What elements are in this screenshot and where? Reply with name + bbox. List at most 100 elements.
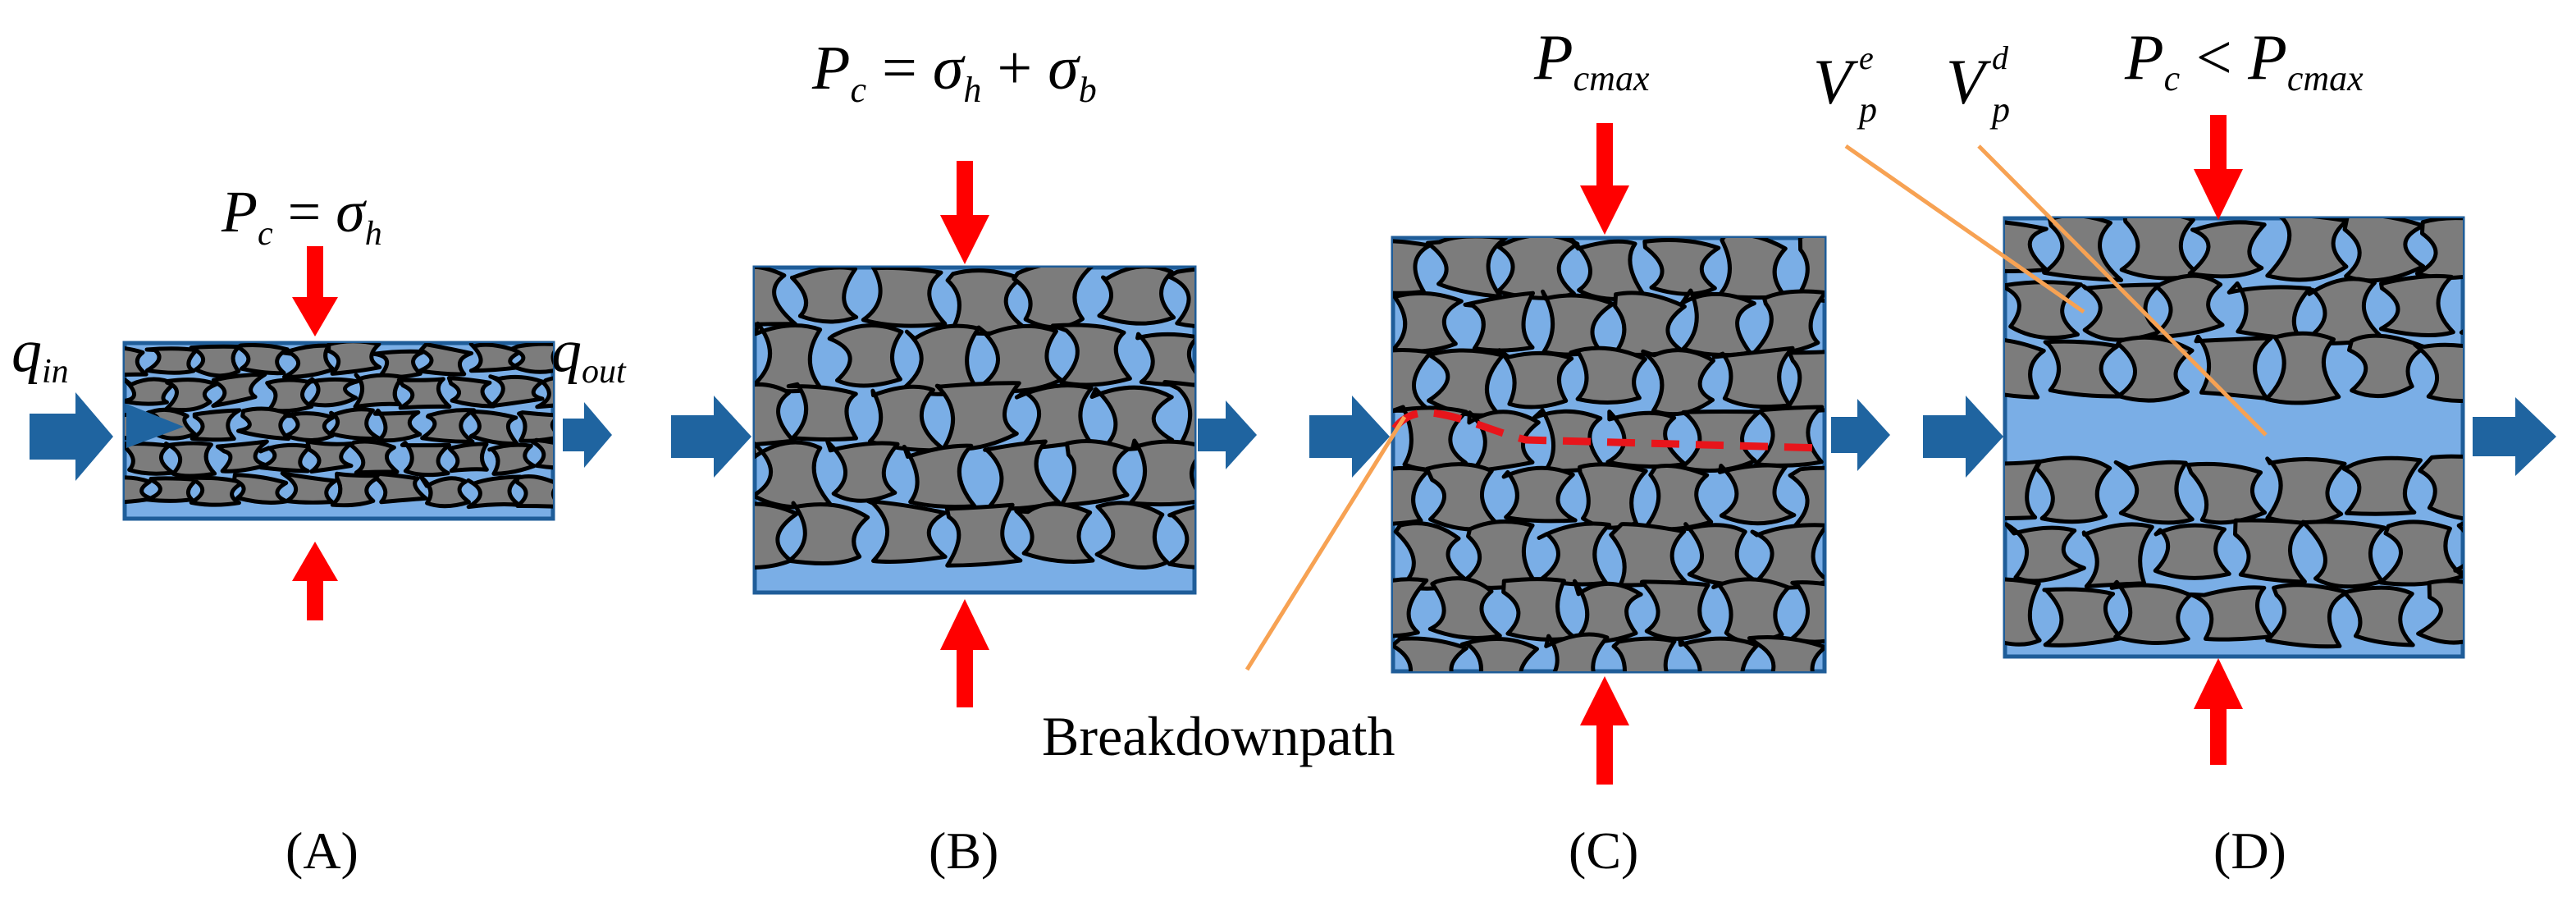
effective-pore-leader-line (1844, 144, 2085, 314)
right-arrow-icon (563, 402, 612, 468)
rock-grain (2453, 521, 2463, 574)
rock-grain (418, 343, 474, 377)
rock-grain (1788, 465, 1825, 530)
outlet-flow-label: qout (551, 318, 627, 391)
rock-grain (235, 343, 290, 376)
rock-grain (787, 501, 870, 566)
dynamic-pore-volume-label: V d p (1946, 39, 2010, 130)
right-arrow-icon (671, 396, 751, 478)
rock-grain (861, 268, 948, 328)
panel-a-caption: (A) (285, 821, 359, 880)
rock-grain (236, 406, 291, 442)
rock-grain (1097, 268, 1176, 326)
rock-grain (330, 471, 385, 508)
pore-volume-symbol: V (1946, 46, 1992, 117)
down-arrow-icon (292, 246, 338, 336)
rock-grain (144, 346, 199, 375)
panel-d: Pc < Pcmax V e p V d p (D) (1813, 21, 2556, 880)
panel-c-rock-grains (1393, 238, 1825, 671)
rock-grain (488, 374, 545, 409)
equation-plus: + (981, 34, 1048, 103)
rock-grain (327, 343, 382, 376)
rock-grain (447, 442, 489, 474)
rock-grain (125, 377, 176, 406)
equation-lhs: P (811, 34, 850, 103)
rock-grain (509, 343, 553, 374)
rock-grain (396, 377, 452, 410)
rock-grain (1393, 465, 1431, 526)
down-arrow-icon (2194, 115, 2243, 220)
rock-grain (1639, 579, 1711, 641)
rock-grain (786, 382, 859, 442)
max-pressure-subscript: cmax (1573, 58, 1650, 98)
panel-b: Pc = σh + σb (B) (671, 34, 1257, 880)
rock-grain (1747, 635, 1825, 671)
rock-grain (1571, 579, 1643, 644)
rock-grain (789, 268, 859, 324)
rock-grain (2414, 218, 2463, 281)
equation-lhs-subscript: c (850, 70, 866, 110)
right-arrow-icon (1831, 399, 1890, 471)
up-arrow-icon (1580, 676, 1629, 785)
rock-grain (2341, 455, 2423, 516)
rock-grain (944, 502, 1023, 568)
panel-c-caption: (C) (1569, 821, 1638, 880)
rock-grain (420, 408, 477, 444)
max-pressure-symbol: P (1533, 21, 1573, 93)
rock-grain (1789, 580, 1825, 644)
rock-grain (353, 373, 404, 410)
equation-operator: = (273, 179, 336, 245)
rock-grain (1128, 438, 1194, 507)
breakdown-leader-line (1245, 415, 1407, 671)
rock-grain (1497, 348, 1574, 410)
rock-grain (1393, 577, 1429, 638)
equation-rhs-subscript: h (365, 215, 382, 253)
rock-grain (535, 376, 553, 410)
inlet-subscript: in (42, 353, 69, 391)
rock-grain (145, 476, 199, 503)
rock-grain (2149, 273, 2225, 340)
rock-grain (1716, 238, 1788, 300)
rock-grain (2347, 333, 2428, 399)
equation-operator: = (866, 34, 933, 103)
panel-d-caption: (D) (2213, 821, 2286, 880)
rock-grain (1752, 289, 1825, 356)
rock-grain (1643, 463, 1714, 532)
panel-a-inlet-wedge (126, 404, 184, 448)
equation-lhs-subscript: c (2164, 58, 2181, 98)
rock-grain (1569, 345, 1647, 405)
panel-d-equation: Pc < Pcmax (2124, 21, 2364, 98)
rock-grain (1162, 379, 1194, 450)
equation-rhs: P (2247, 21, 2287, 93)
panel-c-max-pressure-label: Pcmax (1533, 21, 1650, 98)
rock-grain (1427, 576, 1502, 640)
equation-rhs: σ (336, 179, 367, 245)
rock-grain (1544, 632, 1610, 671)
dynamic-pore-leader-line (1977, 144, 2268, 437)
rock-grain (2187, 220, 2267, 279)
rock-grain (825, 439, 900, 503)
panel-c: Pcmax Breakdownpath (C) (1042, 21, 1890, 880)
panel-b-rock-grains (755, 268, 1194, 570)
rock-grain (1135, 332, 1194, 387)
rock-grain (1393, 291, 1464, 354)
equation-lhs: P (221, 179, 258, 245)
up-arrow-icon (2194, 658, 2243, 765)
rock-grain (2418, 454, 2463, 521)
rock-grain (265, 378, 314, 414)
outlet-subscript: out (582, 353, 627, 391)
rock-grain (2459, 329, 2463, 335)
rock-grain (1167, 505, 1194, 570)
equation-term-1: σ (933, 34, 966, 103)
rock-grain (2233, 518, 2307, 584)
up-arrow-icon (940, 599, 989, 707)
rock-grain (372, 349, 427, 379)
rock-grain (258, 442, 313, 474)
breakdown-path-annotation: Breakdownpath (1042, 705, 1395, 767)
right-arrow-icon (2473, 397, 2556, 476)
equation-term-2-subscript: b (1079, 70, 1097, 110)
right-arrow-icon (30, 392, 113, 481)
rock-grain (2342, 218, 2426, 283)
rock-grain (189, 475, 245, 507)
